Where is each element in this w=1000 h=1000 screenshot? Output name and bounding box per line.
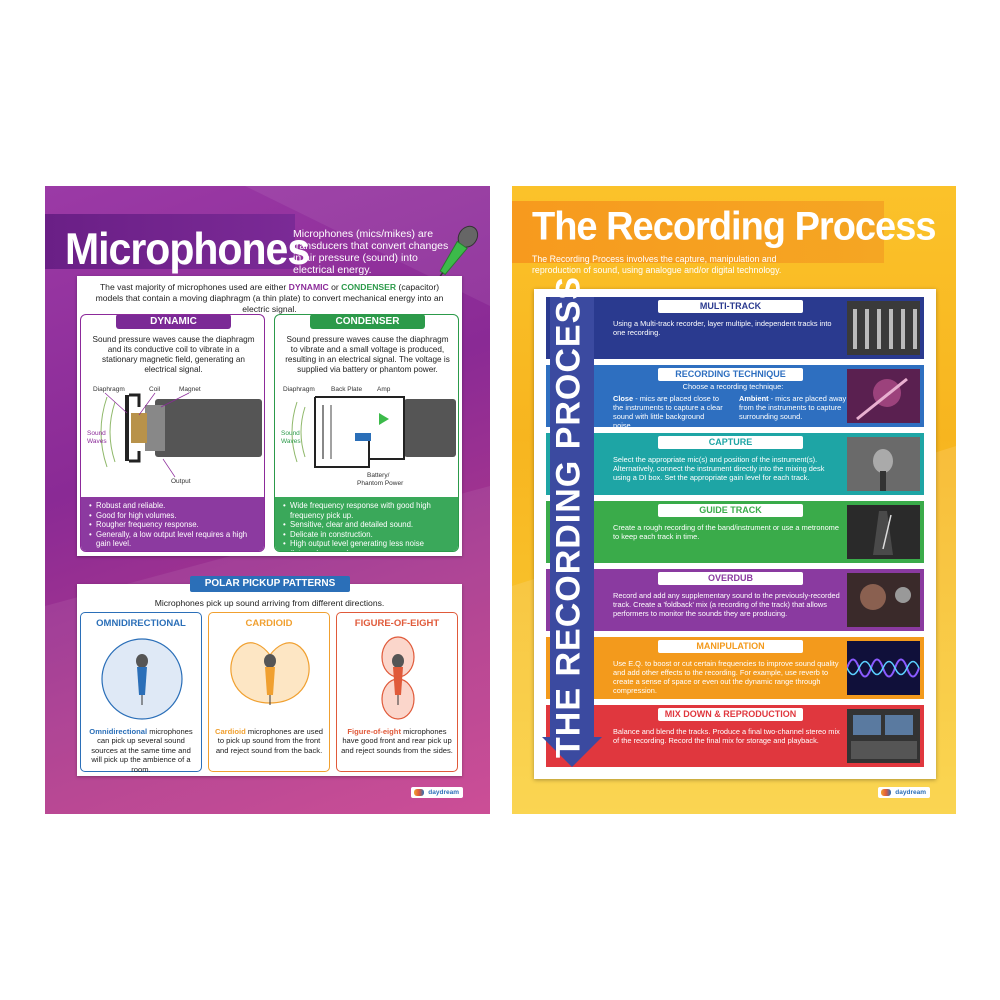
step-label: MIX DOWN & REPRODUCTION bbox=[658, 708, 803, 721]
step-text: Record and add any supplementary sound t… bbox=[613, 591, 840, 618]
condenser-card: CONDENSER Sound pressure waves cause the… bbox=[274, 314, 459, 552]
step-text: Select the appropriate mic(s) and positi… bbox=[613, 455, 825, 482]
dynamic-diagram: Diaphragm Coil Magnet Sound Waves Output bbox=[87, 386, 262, 485]
label-waves: Waves bbox=[87, 438, 107, 445]
bullet: Sensitive, clear and detailed sound. bbox=[283, 520, 452, 530]
logo-mark-icon bbox=[881, 789, 891, 796]
poster-intro: Microphones (mics/mikes) are transducers… bbox=[293, 228, 449, 276]
microphone-image bbox=[847, 437, 920, 491]
pattern-title: OMNIDIRECTIONAL bbox=[96, 618, 186, 629]
polar-intro: Microphones pick up sound arriving from … bbox=[154, 598, 385, 608]
step-text: Create a rough recording of the band/ins… bbox=[613, 523, 839, 541]
step-label: MULTI-TRACK bbox=[658, 300, 803, 313]
step-label: MANIPULATION bbox=[658, 640, 803, 653]
label-diaphragm: Diaphragm bbox=[93, 386, 125, 393]
poster-intro: The Recording Process involves the captu… bbox=[532, 254, 782, 275]
cardioid-pattern-diagram bbox=[230, 642, 310, 705]
dynamic-label: DYNAMIC bbox=[116, 315, 231, 329]
recording-steps-panel: THE RECORDING PROCESS MULTI-TRACK Using … bbox=[534, 276, 936, 779]
dynamic-description: Sound pressure waves cause the diaphragm… bbox=[92, 335, 255, 374]
logo-text: daydream bbox=[895, 789, 926, 796]
polar-patterns-label: POLAR PICKUP PATTERNS bbox=[190, 576, 350, 592]
polar-patterns-panel: Microphones pick up sound arriving from … bbox=[77, 584, 462, 776]
microphone-types-panel: The vast majority of microphones used ar… bbox=[77, 276, 462, 556]
pattern-description: Figure-of-eight microphones have good fr… bbox=[341, 727, 453, 755]
logo-text: daydream bbox=[428, 789, 459, 796]
step-label: RECORDING TECHNIQUE bbox=[658, 368, 803, 381]
condenser-diagram: Diaphragm Back Plate Amp Sound Waves Bat… bbox=[281, 386, 456, 487]
cardioid-card: CARDIOID Cardioid microphones are used t… bbox=[208, 612, 330, 772]
condenser-bullets: Wide frequency response with good high f… bbox=[275, 497, 458, 551]
omnidirectional-pattern-diagram bbox=[101, 638, 183, 720]
bullet: Generally, a low output level requires a… bbox=[89, 530, 258, 549]
label-amp: Amp bbox=[377, 386, 391, 393]
step-overdub: OVERDUB Record and add any supplementary… bbox=[546, 569, 924, 631]
step-manipulation: MANIPULATION Use E.Q. to boost or cut ce… bbox=[546, 637, 924, 699]
process-arrow-icon bbox=[542, 297, 602, 767]
label-phantom-power: Phantom Power bbox=[357, 480, 404, 487]
technique-close: Close - mics are placed close to the ins… bbox=[613, 394, 723, 427]
bullet: Delicate in construction. bbox=[283, 530, 452, 540]
step-text: Balance and blend the tracks. Produce a … bbox=[613, 727, 840, 745]
label-coil: Coil bbox=[149, 386, 161, 393]
pattern-title: CARDIOID bbox=[245, 618, 293, 629]
recording-process-poster: The Recording Process The Recording Proc… bbox=[512, 186, 956, 814]
label-battery: Battery/ bbox=[367, 472, 390, 479]
label-back-plate: Back Plate bbox=[331, 386, 362, 393]
singer-image bbox=[847, 573, 920, 627]
dynamic-bullets: Robust and reliable. Good for high volum… bbox=[81, 497, 264, 551]
step-text: Choose a recording technique: Close - mi… bbox=[613, 382, 853, 427]
label-output: Output bbox=[171, 478, 191, 485]
technique-ambient: Ambient - mics are placed away from the … bbox=[739, 394, 847, 421]
types-overview: The vast majority of microphones used ar… bbox=[95, 282, 444, 314]
figure-of-eight-pattern-diagram bbox=[381, 636, 415, 720]
pattern-description: Omnidirectional microphones can pick up … bbox=[89, 727, 193, 774]
omnidirectional-card: OMNIDIRECTIONAL Omnidirectional micropho… bbox=[80, 612, 202, 774]
vertical-label-text: THE RECORDING PROCESS bbox=[549, 275, 588, 758]
metronome-image bbox=[847, 505, 920, 559]
daydream-logo: daydream bbox=[411, 787, 463, 798]
step-mix-down-reproduction: MIX DOWN & REPRODUCTION Balance and blen… bbox=[546, 705, 924, 767]
step-label: OVERDUB bbox=[658, 572, 803, 585]
poster-title: The Recording Process bbox=[532, 204, 936, 250]
step-capture: CAPTURE Select the appropriate mic(s) an… bbox=[546, 433, 924, 495]
studio-screen-image bbox=[847, 709, 920, 763]
pattern-description: Cardioid microphones are used to pick up… bbox=[214, 727, 324, 755]
condenser-label: CONDENSER bbox=[310, 315, 425, 329]
title-band bbox=[45, 214, 295, 269]
label-magnet: Magnet bbox=[179, 386, 201, 393]
bullet: Rougher frequency response. bbox=[89, 520, 258, 530]
dynamic-card: DYNAMIC Sound pressure waves cause the d… bbox=[80, 314, 265, 552]
logo-mark-icon bbox=[414, 789, 424, 796]
bullet: High output level generating less noise … bbox=[283, 539, 452, 551]
step-text: Using a Multi-track recorder, layer mult… bbox=[613, 319, 832, 337]
microphone-icon bbox=[430, 225, 479, 290]
step-guide-track: GUIDE TRACK Create a rough recording of … bbox=[546, 501, 924, 563]
label-sound: Sound bbox=[87, 430, 106, 437]
condenser-description: Sound pressure waves cause the diaphragm… bbox=[285, 335, 450, 374]
figure-of-eight-card: FIGURE-OF-EIGHT Figure-of-eight micropho… bbox=[336, 612, 458, 772]
title-band bbox=[512, 201, 884, 263]
bullet: Robust and reliable. bbox=[89, 501, 258, 511]
sound-wave-image bbox=[847, 641, 920, 695]
label-diaphragm: Diaphragm bbox=[283, 386, 315, 393]
vertical-process-label: THE RECORDING PROCESS bbox=[539, 276, 599, 758]
step-recording-technique: RECORDING TECHNIQUE Choose a recording t… bbox=[546, 365, 924, 427]
mixing-desk-image bbox=[847, 301, 920, 355]
step-multi-track: MULTI-TRACK Using a Multi-track recorder… bbox=[546, 297, 924, 359]
step-intro: Choose a recording technique: bbox=[682, 382, 784, 391]
step-label: CAPTURE bbox=[658, 436, 803, 449]
poster-header: Microphones Microphones (mics/mikes) are… bbox=[45, 204, 490, 290]
step-label: GUIDE TRACK bbox=[658, 504, 803, 517]
label-sound: Sound bbox=[281, 430, 300, 437]
poster-title: Microphones bbox=[65, 224, 310, 274]
label-waves: Waves bbox=[281, 438, 301, 445]
bullet: Good for high volumes. bbox=[89, 511, 258, 521]
step-text: Use E.Q. to boost or cut certain frequen… bbox=[613, 659, 839, 695]
pattern-title: FIGURE-OF-EIGHT bbox=[354, 618, 440, 629]
microphones-poster: Microphones Microphones (mics/mikes) are… bbox=[45, 186, 490, 814]
bullet: Wide frequency response with good high f… bbox=[283, 501, 452, 520]
daydream-logo: daydream bbox=[878, 787, 930, 798]
guitarist-image bbox=[847, 369, 920, 423]
